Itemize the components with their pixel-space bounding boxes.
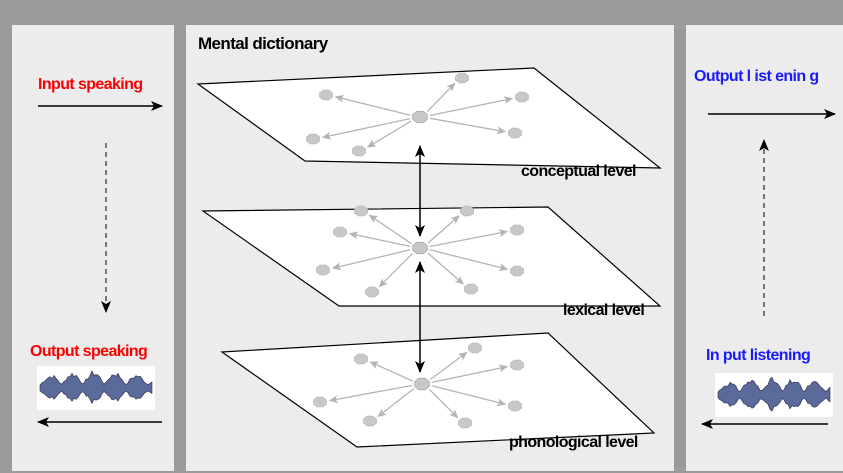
phonological-level-label: phonological level — [509, 434, 638, 451]
phonological-spoke-arrow — [377, 388, 415, 418]
lexical-node — [460, 205, 474, 217]
phonological-node — [510, 359, 524, 371]
lexical-node — [510, 265, 524, 277]
lexical-spoke-arrow — [429, 229, 509, 248]
conceptual-spoke-arrow — [429, 117, 507, 135]
phonological-spoke-arrow — [429, 351, 468, 381]
phonological-level-plane — [220, 332, 656, 448]
phonological-node — [508, 400, 522, 412]
phonological-node — [458, 417, 472, 429]
conceptual-spoke-arrow — [426, 82, 456, 113]
lexical-spoke-arrow — [331, 249, 411, 271]
input-speaking-label: Input speaking — [38, 76, 143, 93]
mental-dictionary-title: Mental dictionary — [198, 34, 328, 53]
conceptual-node — [515, 91, 529, 103]
phonological-spoke-arrow — [328, 384, 413, 404]
lexical-node — [464, 283, 478, 295]
conceptual-node — [455, 72, 469, 84]
lexical-spoke-arrow — [378, 252, 414, 288]
lexical-spoke-arrow — [429, 249, 509, 272]
conceptual-level-label: conceptual level — [521, 163, 637, 180]
lexical-level-plane — [201, 205, 662, 307]
phonological-spoke-arrow — [369, 361, 413, 382]
speaking-waveform-image — [37, 366, 155, 410]
lexical-node — [354, 205, 368, 217]
conceptual-node — [508, 127, 522, 139]
conceptual-node — [352, 145, 366, 157]
conceptual-spoke-arrow — [334, 94, 411, 116]
phonological-node — [468, 342, 482, 354]
conceptual-spoke-arrow — [366, 120, 412, 148]
conceptual-spoke-arrow — [321, 117, 411, 140]
input-listening-label: In put listening — [706, 347, 811, 364]
lexical-spoke-arrow — [368, 214, 412, 245]
phonological-center-node — [414, 377, 430, 391]
phonological-node — [363, 415, 377, 427]
lexical-spoke-arrow — [348, 231, 411, 248]
phonological-spoke-arrow — [431, 364, 509, 384]
conceptual-level-plane — [196, 67, 662, 169]
lexical-node — [510, 224, 524, 236]
phonological-node — [313, 396, 327, 408]
phonological-node — [354, 353, 368, 365]
conceptual-node — [319, 89, 333, 101]
conceptual-node — [306, 133, 320, 145]
output-speaking-label: Output speaking — [30, 343, 148, 360]
conceptual-center-node — [412, 110, 428, 124]
conceptual-plane-surface — [196, 67, 662, 169]
lexical-spoke-arrow — [427, 252, 464, 285]
listening-waveform-image — [715, 373, 833, 417]
lexical-center-node — [412, 241, 428, 255]
lexical-level-label: lexical level — [563, 302, 645, 319]
lexical-node — [333, 226, 347, 238]
phonological-spoke-arrow — [431, 385, 507, 407]
phonological-plane-surface — [220, 332, 656, 448]
lexical-node — [316, 264, 330, 276]
conceptual-spoke-arrow — [429, 96, 514, 117]
output-listening-label: Output l ist enin g — [694, 68, 819, 85]
phonological-spoke-arrow — [428, 388, 459, 419]
lexical-spoke-arrow — [427, 215, 460, 244]
lexical-node — [365, 286, 379, 298]
